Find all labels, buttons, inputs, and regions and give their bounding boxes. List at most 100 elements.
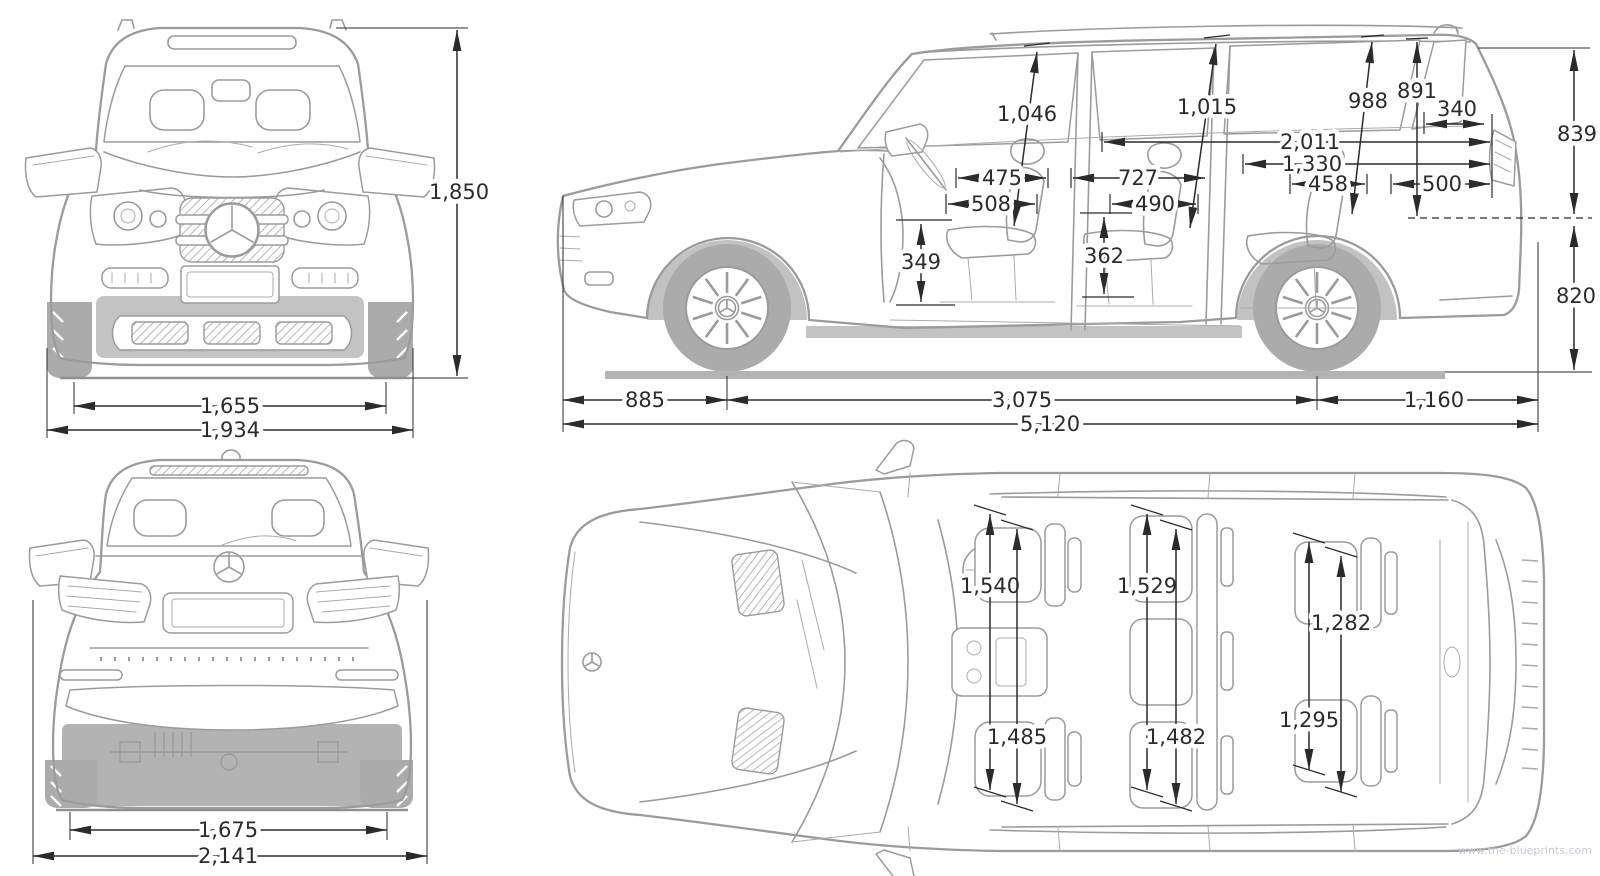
rear-dim-track: 1,675 [69,812,388,847]
legroom-row2-label: 727 [1118,166,1158,190]
rear-wiper [221,535,297,546]
front-drl-left [101,267,169,289]
dim-sill-height: 820 [1551,226,1600,370]
top-hood-creases [639,521,857,803]
interior-length-rear-label: 1,330 [1282,152,1342,176]
row1-b-label: 1,485 [987,725,1047,749]
top-body-outline [560,471,1546,853]
rear-reflector-left [59,669,123,681]
front-dim-width: 1,934 [46,348,414,447]
dim-headroom-row3: 988 [1343,34,1393,215]
rear-opening-height-label: 839 [1557,122,1597,146]
row1-a-label: 1,540 [960,574,1020,598]
roof-antenna-fin [221,449,241,461]
legroom-front-label: 475 [982,166,1022,190]
rearview-mirror [211,79,251,102]
front-right-tire [366,300,415,380]
rear-license-plate [171,598,285,628]
rear-headrest-left [133,499,187,537]
wheelbase-label: 3,075 [992,388,1052,412]
front-headlight-right [274,187,371,246]
dim-interior-length-max: 2,011 [1101,126,1490,159]
front-roof-details [117,19,347,50]
cargo-height-label: 891 [1397,79,1437,103]
front-view: 1,850 1,655 1,934 [24,19,494,447]
top-dim-annotations: 1,540 1,485 1,529 1,482 1,295 [955,504,1376,812]
dim-legroom-front: 475 [955,162,1049,195]
dim-row2-a: 1,529 [1112,504,1182,798]
dim-seat-height-row2: 362 [1079,212,1134,298]
row2-b-label: 1,482 [1146,725,1206,749]
watermark: www.the-blueprints.com [1458,844,1592,857]
front-grille [175,197,289,263]
seat-height-row2-label: 362 [1084,244,1124,268]
top-mirrors [875,439,915,876]
row3-a-label: 1,282 [1311,611,1371,635]
dim-seat-height-front: 349 [896,219,955,306]
front-mirror-left [24,147,102,198]
dim-cargo-height: 891 [1392,37,1442,216]
rear-track-label: 1,675 [198,818,258,842]
cargo-floor-length-label: 500 [1422,172,1462,196]
headroom-row3-label: 988 [1348,89,1388,113]
front-license-plate [180,265,280,304]
front-windshield [103,65,361,143]
rear-mercedes-star-icon [212,550,246,584]
front-headlight-left [89,187,186,246]
rear-right-tire [358,758,415,810]
front-license-plate-inner [186,271,274,298]
side-body-outline [556,33,1523,330]
side-bottom-dims: 885 3,075 1,160 5,120 [562,196,1539,441]
side-mirror [884,123,929,157]
dim-headroom-row2: 1,015 [1172,34,1242,229]
top-roof [907,472,1539,852]
cargo-floor-lines [1439,521,1469,803]
seat-depth-front-label: 508 [971,192,1011,216]
hood-star-icon [582,652,602,672]
top-view: 1,540 1,485 1,529 1,482 1,295 [560,439,1546,876]
legroom-row3-label: 458 [1308,172,1348,196]
dim-legroom-row2: 727 [1070,162,1205,195]
dim-headroom-front: 1,046 [992,42,1062,227]
front-left-tire [47,302,92,378]
taillight-left [57,575,152,624]
seat-depth-row2-label: 490 [1135,192,1175,216]
rear-body-outline [51,458,413,810]
headroom-front-label: 1,046 [997,102,1057,126]
front-body-outline [49,26,415,367]
overall-height-label: 1,850 [429,180,489,204]
dim-rear-opening-height: 839 [1552,50,1600,214]
sill-height-label: 820 [1556,284,1596,308]
third-brake-light [149,465,309,476]
interior-length-max-label: 2,011 [1280,130,1340,154]
cargo-upper-length-label: 340 [1437,97,1477,121]
row2-a-label: 1,529 [1117,574,1177,598]
dim-row1-b: 1,485 [982,519,1052,812]
dim-row2-b: 1,482 [1141,519,1211,812]
side-view: 1,046 1,015 988 891 340 [556,24,1600,441]
rear-plate-recess [162,592,294,634]
dim-row3-b: 1,295 [1274,532,1344,776]
headroom-row2-label: 1,015 [1177,95,1237,119]
rear-bumper-fascia [65,684,399,731]
front-headrest-left [149,89,205,131]
rocker-shadow [806,326,1242,338]
center-console [951,627,1048,697]
seat-height-front-label: 349 [901,250,941,274]
row3-seats [1294,537,1398,787]
rear-mirror-left [28,539,95,587]
side-rear-details [1439,129,1517,301]
rear-reflector-right [335,669,399,681]
liftgate-ribs [1521,559,1539,770]
taillight-right [306,575,401,624]
dim-cargo-upper-length: 340 [1423,93,1493,198]
side-ground-bar [605,371,1445,379]
rear-underbody [62,724,402,806]
front-track-label: 1,655 [200,394,260,418]
hood-vents [731,549,785,775]
rear-overhang-label: 1,160 [1404,388,1464,412]
dim-row3-a: 1,282 [1306,546,1376,798]
front-bumper-inner [567,551,576,773]
